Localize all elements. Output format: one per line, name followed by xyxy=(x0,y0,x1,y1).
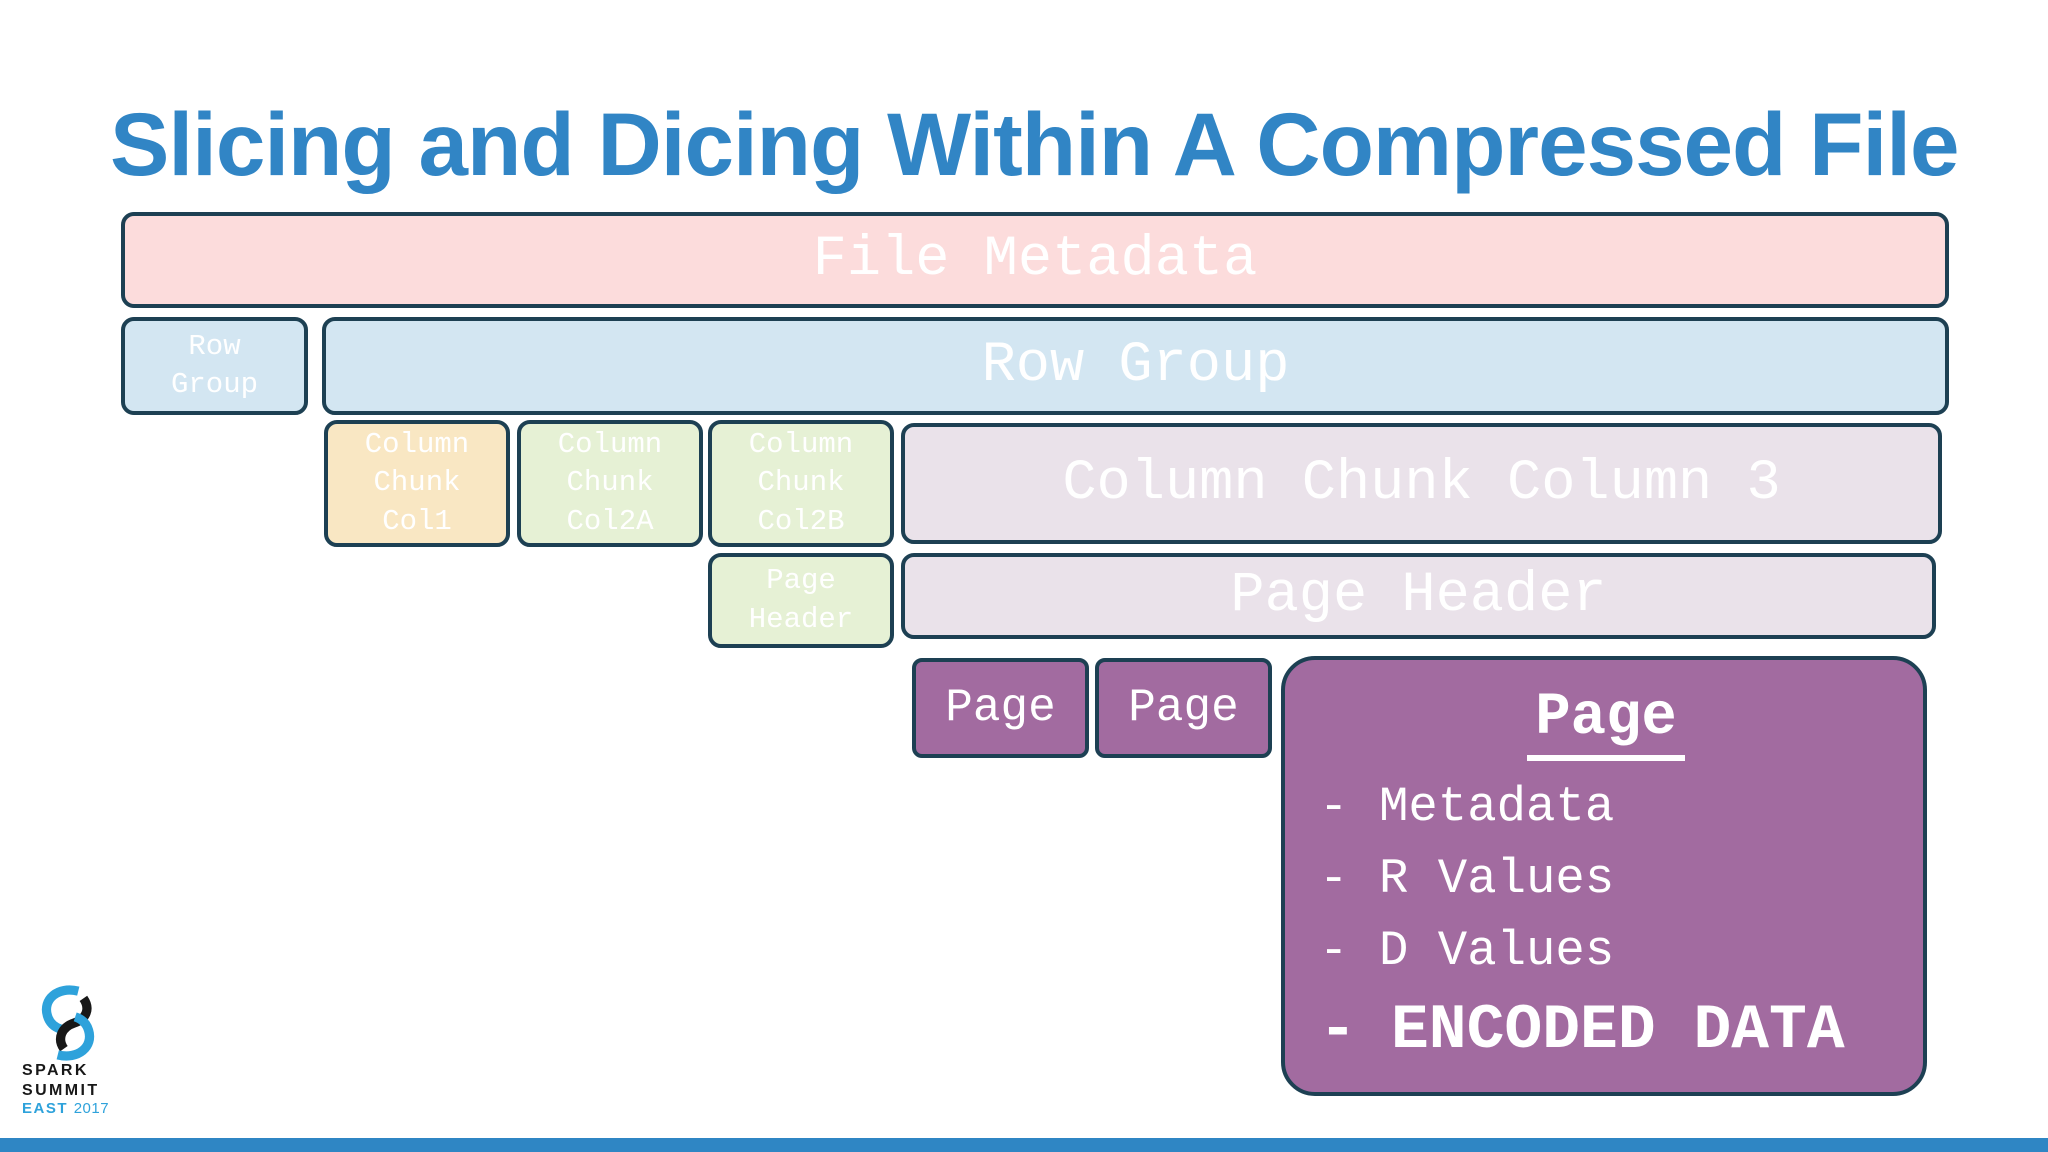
file-metadata-box: File Metadata xyxy=(121,212,1949,308)
page-box-1: Page xyxy=(912,658,1089,758)
column-chunk-col2b-line2: Chunk xyxy=(757,466,845,500)
spark-summit-logo-icon xyxy=(41,985,95,1061)
column-chunk-col1-line1: Column xyxy=(364,428,470,462)
page-box-2-label: Page xyxy=(1128,682,1239,734)
page-header-small-line2: Header xyxy=(748,602,854,636)
page-header-small-box: Page Header xyxy=(708,553,894,648)
dash-bullet: - xyxy=(1319,778,1349,835)
page-box-2: Page xyxy=(1095,658,1272,758)
logo-word-spark: SPARK xyxy=(22,1062,89,1079)
page-detail-heading-row: Page xyxy=(1319,685,1893,761)
logo-word-east: EAST xyxy=(22,1100,69,1118)
file-metadata-label: File Metadata xyxy=(812,228,1258,292)
column-chunk-col2a-line1: Column xyxy=(557,428,663,462)
logo-year: 2017 xyxy=(73,1100,110,1118)
page-header-small-line1: Page xyxy=(766,564,836,598)
page-detail-item-label: Metadata xyxy=(1379,778,1615,835)
row-group-label: Row Group xyxy=(981,334,1290,398)
row-group-box: Row Group xyxy=(322,317,1949,415)
page-header-label: Page Header xyxy=(1230,564,1607,628)
column-chunk-col1-line2: Chunk xyxy=(373,466,461,500)
row-group-small-line2: Group xyxy=(170,368,258,401)
page-detail-heading: Page xyxy=(1527,685,1685,761)
dash-bullet: - xyxy=(1319,850,1349,907)
column-chunk-col2b-line3: Col2B xyxy=(757,504,845,538)
column-chunk-column3-box: Column Chunk Column 3 xyxy=(901,423,1942,544)
spark-summit-logo: SPARK SUMMIT EAST 2017 xyxy=(22,985,142,1119)
row-group-small-box: Row Group xyxy=(121,317,308,415)
page-detail-item-label: ENCODED DATA xyxy=(1391,994,1845,1066)
column-chunk-col2a-box: Column Chunk Col2A xyxy=(517,420,703,547)
logo-word-east-2017: EAST 2017 xyxy=(22,1100,142,1119)
page-detail-item-encoded-data: - ENCODED DATA xyxy=(1319,999,1893,1062)
column-chunk-col2a-line3: Col2A xyxy=(566,504,654,538)
dash-bullet: - xyxy=(1319,922,1349,979)
page-header-box: Page Header xyxy=(901,553,1936,639)
column-chunk-col2a-line2: Chunk xyxy=(566,466,654,500)
page-detail-box: Page - Metadata - R Values - D Values - … xyxy=(1281,656,1927,1096)
column-chunk-col1-line3: Col1 xyxy=(382,504,452,538)
column-chunk-col2b-line1: Column xyxy=(748,428,854,462)
column-chunk-col2b-box: Column Chunk Col2B xyxy=(708,420,894,547)
logo-word-summit: SUMMIT xyxy=(22,1081,100,1099)
page-detail-item: - R Values xyxy=(1319,850,1893,907)
column-chunk-column3-label: Column Chunk Column 3 xyxy=(1062,451,1781,516)
page-detail-item-label: R Values xyxy=(1379,850,1615,907)
page-box-1-label: Page xyxy=(945,682,1056,734)
dash-bullet: - xyxy=(1319,994,1357,1066)
page-detail-item-label: D Values xyxy=(1379,922,1615,979)
page-detail-item: - D Values xyxy=(1319,922,1893,979)
page-detail-item: - Metadata xyxy=(1319,778,1893,835)
row-group-small-line1: Row xyxy=(188,329,241,363)
column-chunk-col1-box: Column Chunk Col1 xyxy=(324,420,510,547)
footer-accent-bar xyxy=(0,1138,2048,1152)
slide-title: Slicing and Dicing Within A Compressed F… xyxy=(110,94,1959,194)
